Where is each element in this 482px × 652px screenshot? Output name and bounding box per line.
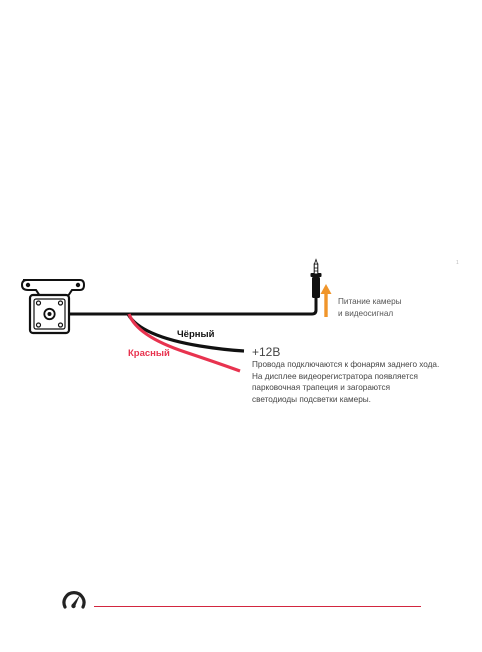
black-wire [126, 313, 245, 353]
av-jack-plug-icon [310, 258, 322, 298]
power-label-line: Питание камеры [338, 297, 402, 306]
power-video-label: Питание камеры и видеосигнал [338, 296, 448, 320]
description-line: Провода подключаются к фонарям заднего х… [252, 360, 440, 369]
power-label-line: и видеосигнал [338, 309, 394, 318]
description-line: На дисплее видеорегистратора появляется [252, 371, 418, 381]
arrow-up-icon [320, 284, 332, 317]
red-wire [127, 313, 241, 373]
rear-camera-icon [20, 279, 86, 335]
description-line: светодиоды подсветки камеры. [252, 394, 371, 404]
wiring-description: Провода подключаются к фонарям заднего х… [252, 359, 472, 405]
black-wire-label: Чёрный [177, 329, 215, 340]
red-wire-label: Красный [128, 348, 170, 359]
speedometer-logo-icon [62, 591, 86, 609]
footer-divider [94, 606, 421, 607]
tick-mark: 1 [456, 260, 459, 266]
cable-bend [311, 297, 318, 316]
description-line: парковочная трапеция и загораются [252, 383, 391, 393]
voltage-label: +12В [252, 345, 281, 359]
